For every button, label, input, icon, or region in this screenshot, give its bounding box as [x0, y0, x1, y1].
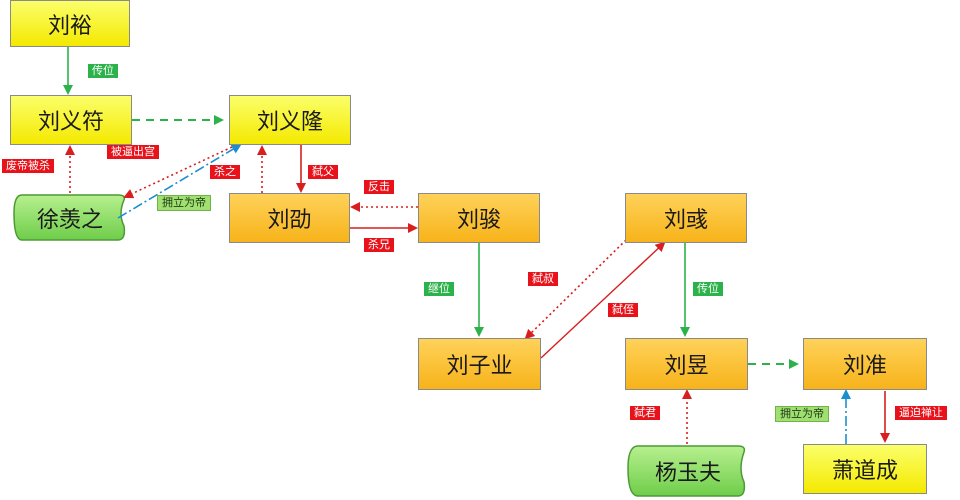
- node-liu-zhun: 刘准: [803, 338, 927, 390]
- label-ziye-sha: 弑叔: [528, 272, 558, 286]
- label-yilong-sha-xu: 杀之: [210, 165, 240, 179]
- label-yang-shi: 弑君: [630, 406, 660, 420]
- node-liu-ziye: 刘子业: [418, 338, 541, 390]
- label-shi-fu: 弑父: [308, 165, 338, 179]
- node-xiao-daocheng: 萧道成: [803, 444, 927, 494]
- node-yang-yufu: 杨玉夫: [654, 461, 721, 486]
- yang-yufu-scroll-shape: [627, 445, 746, 497]
- arrow-xu-to-liuyilong: [117, 143, 242, 219]
- label-xu-fei-yifu: 废帝被杀: [2, 159, 54, 173]
- node-liu-yu3: 刘昱: [625, 338, 748, 390]
- arrow-liuziye-to-liuyu2-solid: [540, 241, 666, 359]
- node-liu-yu: 刘裕: [10, 0, 130, 47]
- node-liu-jun: 刘骏: [418, 193, 540, 243]
- label-jun-sha-shao: 杀兄: [364, 238, 394, 252]
- label-jun-cheng: 继位: [424, 282, 454, 296]
- node-liu-yilong: 刘义隆: [229, 95, 351, 145]
- node-liu-yifu: 刘义符: [10, 95, 132, 145]
- label-fu-li-yilong: 拥立为帝: [157, 195, 211, 211]
- label-chuanwei-1: 传位: [88, 64, 118, 78]
- arrow-liuziye-to-liuyu2: [524, 239, 627, 340]
- label-yu2-sha: 弑侄: [608, 303, 638, 317]
- node-liu-yu2: 刘彧: [625, 193, 747, 243]
- xu-xianzhi-scroll-shape: [13, 194, 126, 241]
- node-xu-xianzhi: 徐羡之: [36, 207, 103, 233]
- label-xiao-li: 拥立为帝: [775, 406, 829, 422]
- label-xiao-sha-zhun: 逼迫禅让: [895, 406, 947, 420]
- node-liu-shao: 刘劭: [229, 193, 350, 243]
- label-shao-sha: 反击: [364, 180, 394, 194]
- label-yifu-sha: 被逼出宫: [107, 145, 159, 159]
- label-chuanwei-3: 传位: [693, 282, 723, 296]
